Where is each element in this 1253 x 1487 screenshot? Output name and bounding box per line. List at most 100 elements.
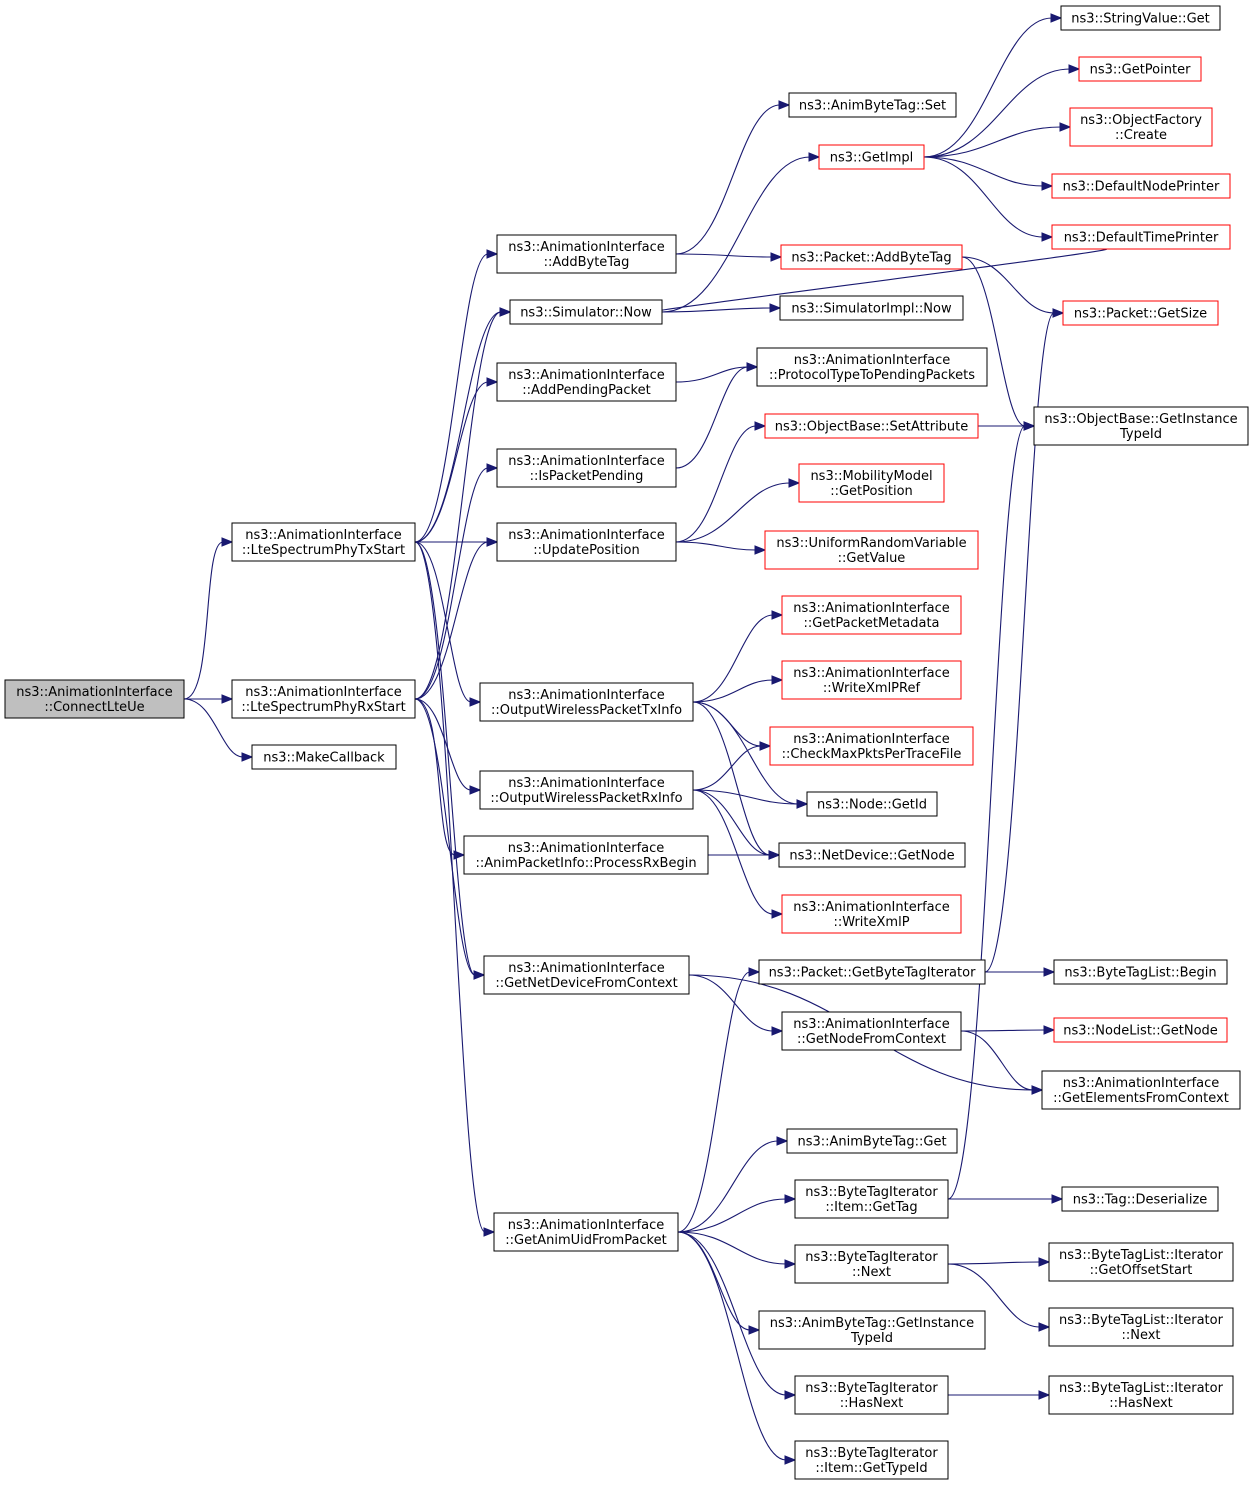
node-box — [509, 299, 663, 325]
node-animByteTagGet[interactable]: ns3::AnimByteTag::Get — [786, 1128, 958, 1154]
node-simNow[interactable]: ns3::Simulator::Now — [509, 299, 663, 325]
edge-txStart-to-getNetDevCtx — [414, 541, 486, 980]
node-label-line: ns3::ByteTagIterator — [805, 1185, 938, 1200]
node-btlIterHasNext[interactable]: ns3::ByteTagList::Iterator::HasNext — [1048, 1375, 1234, 1415]
edge-line — [414, 311, 502, 700]
node-getAnimUid[interactable]: ns3::AnimationInterface::GetAnimUidFromP… — [493, 1212, 679, 1252]
node-box — [463, 835, 709, 875]
node-getPosition[interactable]: ns3::MobilityModel::GetPosition — [798, 463, 945, 503]
node-label-line: ns3::Tag::Deserialize — [1073, 1193, 1208, 1208]
node-label-line: ::LteSpectrumPhyTxStart — [242, 543, 405, 558]
node-getNetDevCtx[interactable]: ns3::AnimationInterface::GetNetDeviceFro… — [483, 955, 690, 995]
node-checkMaxPkts[interactable]: ns3::AnimationInterface::CheckMaxPktsPer… — [769, 726, 974, 766]
edge-line — [414, 311, 502, 543]
node-label-line: ns3::AnimationInterface — [793, 1017, 950, 1032]
node-label-line: ns3::AnimationInterface — [1063, 1076, 1220, 1091]
node-btlIterNext[interactable]: ns3::ByteTagList::Iterator::Next — [1048, 1307, 1234, 1347]
node-nodeGetId[interactable]: ns3::Node::GetId — [806, 791, 938, 817]
node-setAttribute[interactable]: ns3::ObjectBase::SetAttribute — [764, 413, 979, 439]
arrowhead-icon — [771, 909, 784, 919]
node-rxStart[interactable]: ns3::AnimationInterface::LteSpectrumPhyR… — [231, 679, 416, 719]
node-getNodeFromCtx[interactable]: ns3::AnimationInterface::GetNodeFromCont… — [781, 1011, 962, 1051]
node-makeCallback[interactable]: ns3::MakeCallback — [251, 744, 397, 770]
edge-line — [677, 1198, 787, 1233]
node-protoPending[interactable]: ns3::AnimationInterface::ProtocolTypeToP… — [756, 347, 988, 387]
node-label-line: ns3::DefaultTimePrinter — [1064, 231, 1219, 246]
node-label-line: ::GetElementsFromContext — [1053, 1091, 1229, 1106]
node-label-line: ns3::Packet::AddByteTag — [791, 251, 951, 266]
edge-line — [675, 425, 757, 543]
node-stringValueGet[interactable]: ns3::StringValue::Get — [1060, 5, 1221, 31]
node-outRx[interactable]: ns3::AnimationInterface::OutputWirelessP… — [479, 770, 694, 810]
edge-getAnimUid-to-itemGetTag — [677, 1194, 797, 1233]
node-btiHasNext[interactable]: ns3::ByteTagIterator::HasNext — [794, 1375, 949, 1415]
arrowhead-icon — [748, 1325, 761, 1335]
node-box — [1048, 1375, 1234, 1415]
edge-rxStart-to-simNow — [414, 307, 512, 700]
arrowhead-icon — [469, 785, 482, 795]
arrowhead-icon — [784, 1194, 797, 1204]
node-label-line: ns3::AnimationInterface — [793, 732, 950, 747]
node-label-line: ns3::AnimByteTag::Set — [799, 99, 946, 114]
edge-getNodeFromCtx-to-getElemsCtx — [960, 1030, 1044, 1095]
node-btlIterOffset[interactable]: ns3::ByteTagList::Iterator::GetOffsetSta… — [1048, 1242, 1234, 1282]
edge-outRx-to-checkMaxPkts — [692, 741, 772, 791]
node-box — [493, 1212, 679, 1252]
node-getImpl[interactable]: ns3::GetImpl — [818, 144, 925, 170]
node-isPacketPending[interactable]: ns3::AnimationInterface::IsPacketPending — [496, 448, 677, 488]
arrowhead-icon — [486, 249, 499, 259]
node-packetAddByteTag[interactable]: ns3::Packet::AddByteTag — [780, 244, 963, 270]
edge-getAnimUid-to-getByteTagIter — [677, 967, 761, 1233]
node-itemGetTypeId[interactable]: ns3::ByteTagIterator::Item::GetTypeId — [794, 1440, 949, 1480]
node-box — [794, 1440, 949, 1480]
node-urvGetValue[interactable]: ns3::UniformRandomVariable::GetValue — [764, 530, 979, 570]
edge-outRx-to-writeXmlP — [692, 789, 784, 919]
node-packetGetSize[interactable]: ns3::Packet::GetSize — [1062, 300, 1219, 326]
node-outTx[interactable]: ns3::AnimationInterface::OutputWirelessP… — [479, 682, 694, 722]
arrowhead-icon — [486, 537, 499, 547]
node-btlBegin[interactable]: ns3::ByteTagList::Begin — [1053, 959, 1228, 985]
edge-getAnimUid-to-btiNext — [677, 1231, 797, 1269]
node-label-line: ns3::AnimationInterface — [508, 961, 665, 976]
node-addByteTag[interactable]: ns3::AnimationInterface::AddByteTag — [496, 234, 677, 274]
node-txStart[interactable]: ns3::AnimationInterface::LteSpectrumPhyT… — [231, 522, 416, 562]
node-getElemsCtx[interactable]: ns3::AnimationInterface::GetElementsFrom… — [1041, 1070, 1241, 1110]
arrowhead-icon — [746, 362, 759, 372]
node-getByteTagIter[interactable]: ns3::Packet::GetByteTagIterator — [758, 959, 986, 985]
edge-line — [923, 156, 1044, 238]
edge-getNodeFromCtx-to-nodeListGetNode — [960, 1025, 1056, 1035]
edge-outTx-to-getPacketMetadata — [692, 610, 784, 703]
node-simImplNow[interactable]: ns3::SimulatorImpl::Now — [779, 295, 964, 321]
node-nodeListGetNode[interactable]: ns3::NodeList::GetNode — [1053, 1017, 1228, 1043]
node-defNodePrinter[interactable]: ns3::DefaultNodePrinter — [1051, 173, 1231, 199]
node-processRxBegin[interactable]: ns3::AnimationInterface::AnimPacketInfo:… — [463, 835, 709, 875]
node-box — [818, 144, 925, 170]
node-animByteTagSet[interactable]: ns3::AnimByteTag::Set — [788, 92, 957, 118]
nodes-layer: ns3::AnimationInterface::ConnectLteUens3… — [4, 5, 1249, 1480]
node-itemGetTag[interactable]: ns3::ByteTagIterator::Item::GetTag — [794, 1179, 949, 1219]
arrowhead-icon — [784, 1390, 797, 1400]
node-tagDeserialize[interactable]: ns3::Tag::Deserialize — [1061, 1186, 1219, 1212]
node-label-line: ::ProtocolTypeToPendingPackets — [769, 368, 975, 383]
node-updatePosition[interactable]: ns3::AnimationInterface::UpdatePosition — [496, 522, 677, 562]
edge-line — [652, 248, 1107, 313]
node-box — [1051, 173, 1231, 199]
arrowhead-icon — [1059, 122, 1072, 132]
node-label-line: ns3::ByteTagList::Begin — [1064, 966, 1216, 981]
node-addPendingPacket[interactable]: ns3::AnimationInterface::AddPendingPacke… — [496, 362, 677, 402]
node-writeXmlP[interactable]: ns3::AnimationInterface::WriteXmlP — [781, 894, 962, 934]
node-box — [794, 1179, 949, 1219]
node-netDevGetNode[interactable]: ns3::NetDevice::GetNode — [778, 842, 966, 868]
node-getPacketMetadata[interactable]: ns3::AnimationInterface::GetPacketMetada… — [781, 595, 962, 635]
node-getPointer[interactable]: ns3::GetPointer — [1078, 56, 1202, 82]
node-label-line: ::Create — [1115, 128, 1167, 143]
node-connectLteUe[interactable]: ns3::AnimationInterface::ConnectLteUe — [4, 679, 185, 719]
edge-connectLteUe-to-txStart — [183, 537, 234, 700]
node-objFactoryCreate[interactable]: ns3::ObjectFactory::Create — [1069, 107, 1213, 147]
node-btiNext[interactable]: ns3::ByteTagIterator::Next — [794, 1244, 949, 1284]
node-writeXmlPRef[interactable]: ns3::AnimationInterface::WriteXmlPRef — [781, 660, 962, 700]
node-defTimePrinter[interactable]: ns3::DefaultTimePrinter — [1051, 224, 1231, 250]
edge-line — [923, 126, 1062, 158]
